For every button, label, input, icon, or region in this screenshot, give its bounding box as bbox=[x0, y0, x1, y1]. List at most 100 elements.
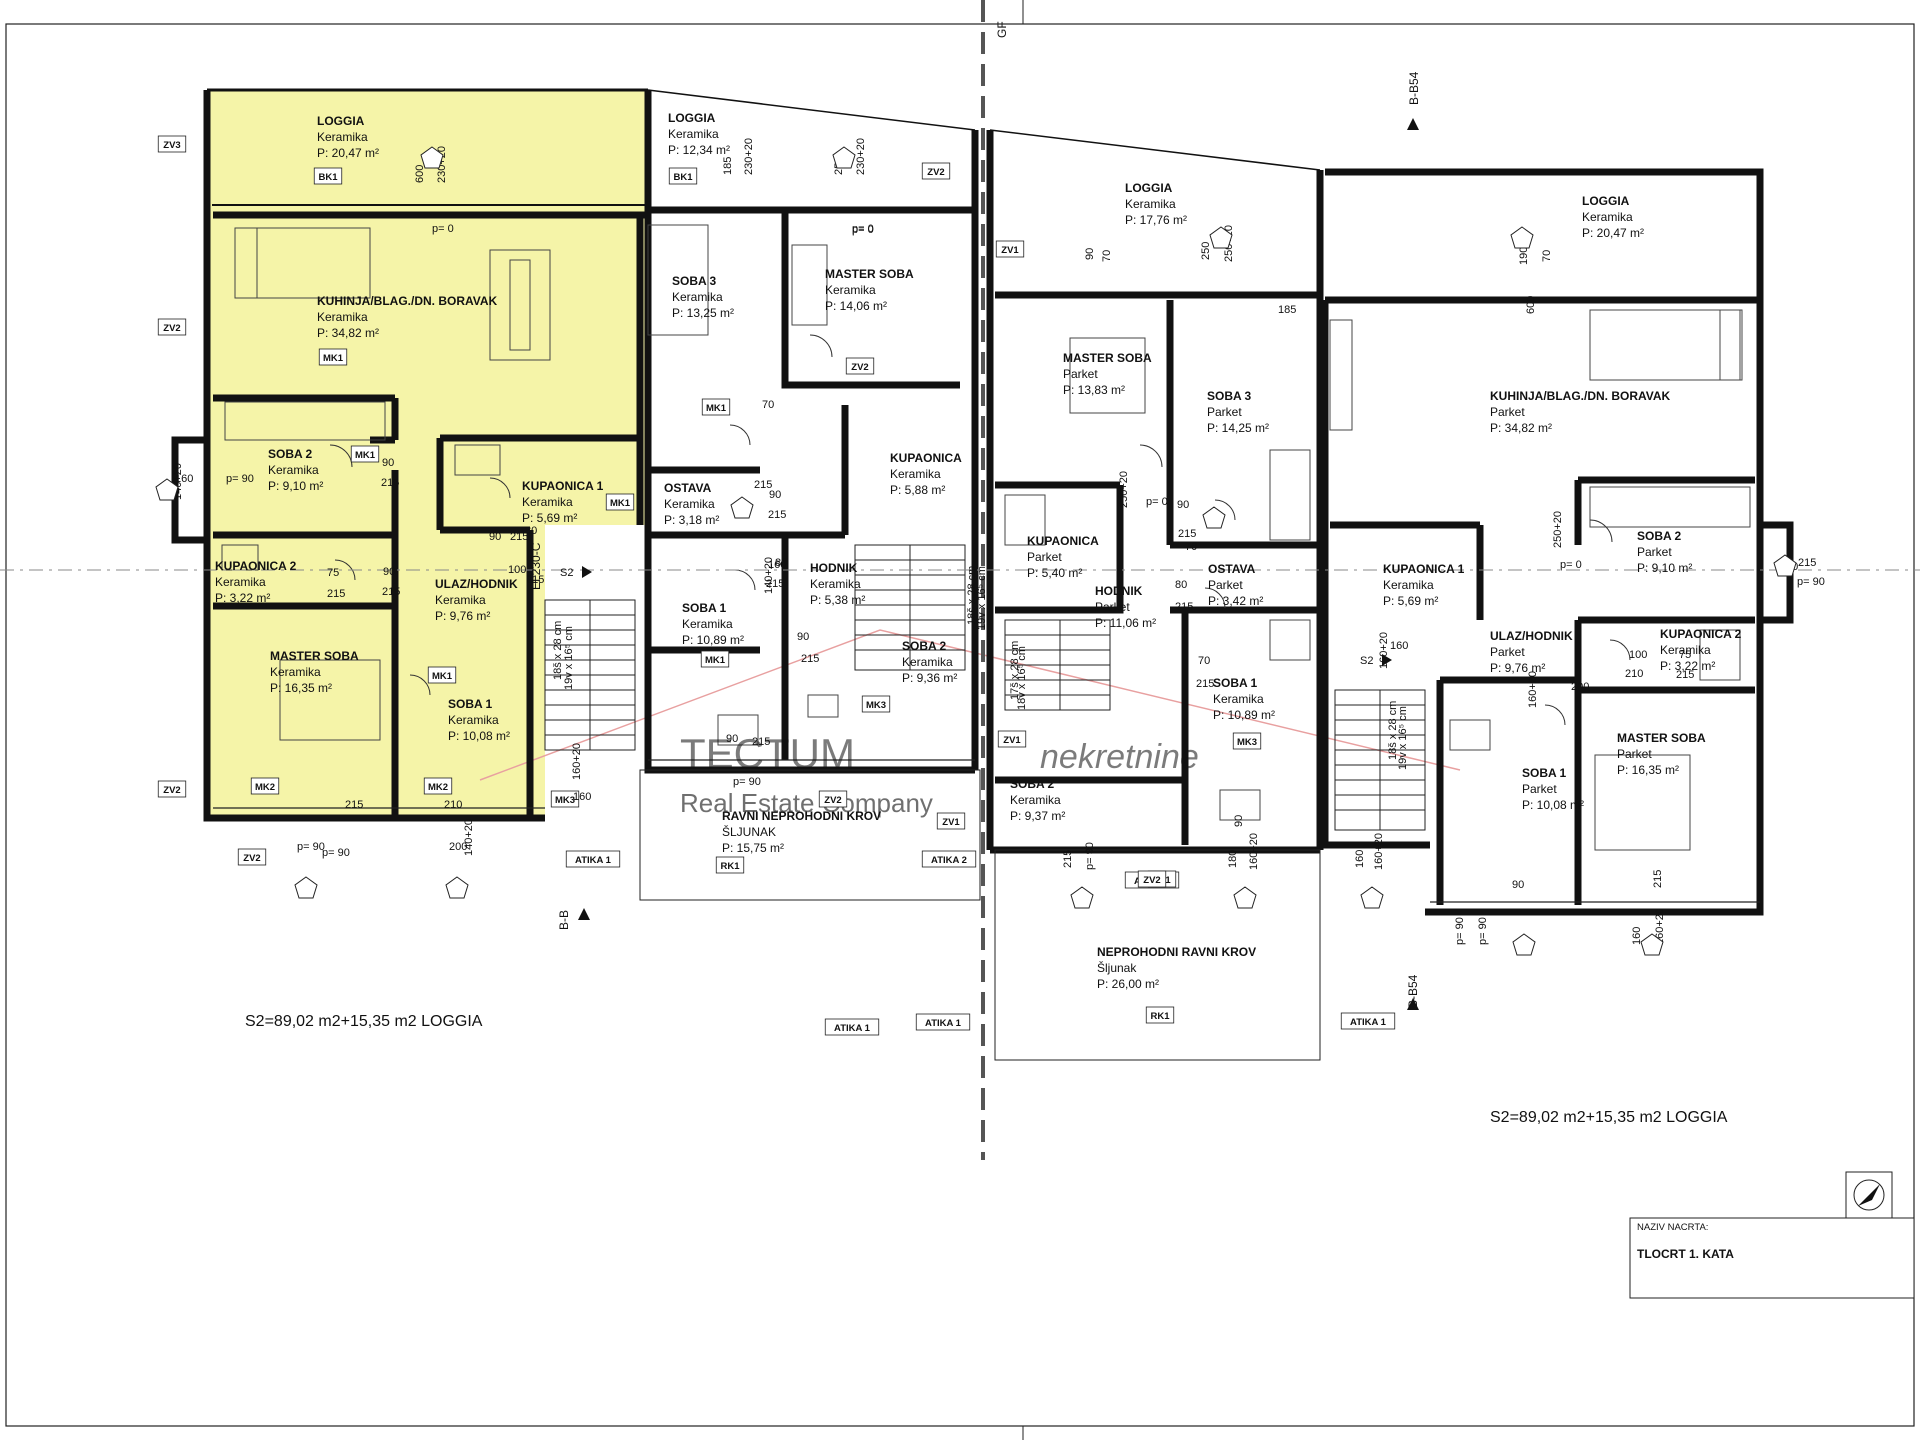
window-marker-icon bbox=[730, 496, 754, 519]
room-area: P: 20,47 m² bbox=[317, 146, 379, 160]
dimension-label: 180 bbox=[1227, 850, 1239, 868]
watermark-brand: TECTUM bbox=[680, 730, 855, 777]
dimension-label: 230+20 bbox=[855, 138, 867, 175]
room-material: Keramika bbox=[448, 713, 499, 727]
element-tag: ZV2 bbox=[1137, 870, 1167, 888]
room-material: Parket bbox=[1063, 367, 1098, 381]
stair-label: 17š x 28 cm bbox=[1009, 641, 1021, 700]
room-name: SOBA 1 bbox=[1213, 676, 1258, 690]
room-area: P: 9,10 m² bbox=[1637, 561, 1692, 575]
dimension-label: 80 bbox=[525, 525, 537, 537]
section-label: EI 230-C bbox=[529, 542, 543, 590]
dimension-label: 90 bbox=[1084, 248, 1096, 260]
dimension-label: 90 bbox=[797, 631, 809, 643]
element-tag: MK2 bbox=[423, 777, 453, 795]
tag-label: ZV2 bbox=[163, 323, 180, 334]
dimension-label: 215 bbox=[754, 479, 772, 491]
stair-mark: S2 bbox=[1360, 655, 1373, 667]
element-tag: BK1 bbox=[668, 167, 698, 185]
title-block: NAZIV NACRTA: TLOCRT 1. KATA bbox=[1629, 1217, 1915, 1299]
room-name: SOBA 1 bbox=[448, 697, 493, 711]
dimension-label: 210 bbox=[1625, 668, 1643, 680]
room-area: P: 5,38 m² bbox=[810, 593, 865, 607]
tag-label: ZV1 bbox=[1001, 245, 1019, 256]
tag-label: MK1 bbox=[323, 353, 344, 364]
dimension-label: 230+20 bbox=[743, 138, 755, 175]
tag-label: MK1 bbox=[610, 498, 631, 509]
element-tag: ATIKA 1 bbox=[1340, 1012, 1396, 1030]
window-marker-icon bbox=[1209, 226, 1233, 249]
section-label: B-B bbox=[557, 910, 571, 930]
tag-label: MK1 bbox=[432, 671, 453, 682]
tag-label: ATIKA 1 bbox=[925, 1018, 962, 1029]
room-material: Keramika bbox=[890, 467, 941, 481]
dimension-label: 100 bbox=[1629, 649, 1647, 661]
room-area: P: 10,89 m² bbox=[1213, 708, 1275, 722]
section-arrow-icon bbox=[1407, 998, 1419, 1010]
dimension-label: 70 bbox=[762, 399, 774, 411]
room-name: MASTER SOBA bbox=[1063, 351, 1152, 365]
stair-mark: S2 bbox=[560, 567, 573, 579]
dimension-label: 215 bbox=[1676, 669, 1694, 681]
dimension-label: p= 0 bbox=[852, 223, 874, 235]
tag-label: BK1 bbox=[673, 172, 693, 183]
room-area: P: 3,22 m² bbox=[1660, 659, 1715, 673]
stair-label: 18š x 28 cm bbox=[1387, 701, 1399, 760]
tag-label: ZV1 bbox=[942, 817, 960, 828]
room-area: P: 9,10 m² bbox=[268, 479, 323, 493]
dimension-label: 75 bbox=[1679, 649, 1691, 661]
window-marker-icon bbox=[294, 876, 318, 899]
tag-label: MK1 bbox=[705, 655, 726, 666]
tag-label: ATIKA 1 bbox=[1350, 1017, 1387, 1028]
dimension-label: 215 bbox=[766, 578, 784, 590]
section-line bbox=[479, 629, 1461, 781]
dimension-label: 80 bbox=[775, 557, 787, 569]
tag-label: ZV2 bbox=[163, 785, 180, 796]
room-name: KUPAONICA bbox=[890, 451, 962, 465]
room-name: SOBA 3 bbox=[1207, 389, 1252, 403]
window-marker-icon bbox=[420, 146, 444, 169]
element-tag: MK1 bbox=[350, 445, 380, 463]
room-material: Keramika bbox=[902, 655, 953, 669]
tag-label: BK1 bbox=[318, 172, 338, 183]
dimension-label: 215 bbox=[1652, 870, 1664, 888]
roof-area-1 bbox=[639, 769, 981, 901]
room-area: P: 3,42 m² bbox=[1208, 594, 1263, 608]
element-tag: MK1 bbox=[605, 493, 635, 511]
element-tag: ATIKA 1 bbox=[565, 850, 621, 868]
dimension-label: 600 bbox=[414, 165, 426, 183]
room-material: Keramika bbox=[664, 497, 715, 511]
dimension-label: 215 bbox=[1062, 850, 1074, 868]
dimension-label: 70 bbox=[1185, 541, 1197, 553]
dimension-label: 215 bbox=[752, 736, 770, 748]
element-tag: MK2 bbox=[250, 777, 280, 795]
room-name: OSTAVA bbox=[664, 481, 712, 495]
dimension-label: 210 bbox=[444, 799, 462, 811]
room-area: P: 16,35 m² bbox=[270, 681, 332, 695]
dimension-label: 215 bbox=[1798, 557, 1816, 569]
room-material: Parket bbox=[1617, 747, 1652, 761]
dimension-label: 160+20 bbox=[1654, 908, 1666, 945]
left-unit-walls bbox=[171, 88, 652, 822]
room-area: P: 10,08 m² bbox=[1522, 798, 1584, 812]
dimension-label: 215 bbox=[1196, 678, 1214, 690]
dimension-label: 70 bbox=[1541, 250, 1553, 262]
tag-label: RK1 bbox=[720, 861, 740, 872]
room-material: Keramika bbox=[215, 575, 266, 589]
north-arrow-icon bbox=[1845, 1171, 1893, 1219]
dimension-label: p= 0 bbox=[1560, 559, 1582, 571]
dimension-label: 140+20 bbox=[763, 557, 775, 594]
dimension-label: p= 90 bbox=[322, 847, 350, 859]
window-marker-icon bbox=[1640, 933, 1664, 956]
room-name: SOBA 2 bbox=[1010, 777, 1055, 791]
tag-label: ZV3 bbox=[163, 140, 180, 151]
